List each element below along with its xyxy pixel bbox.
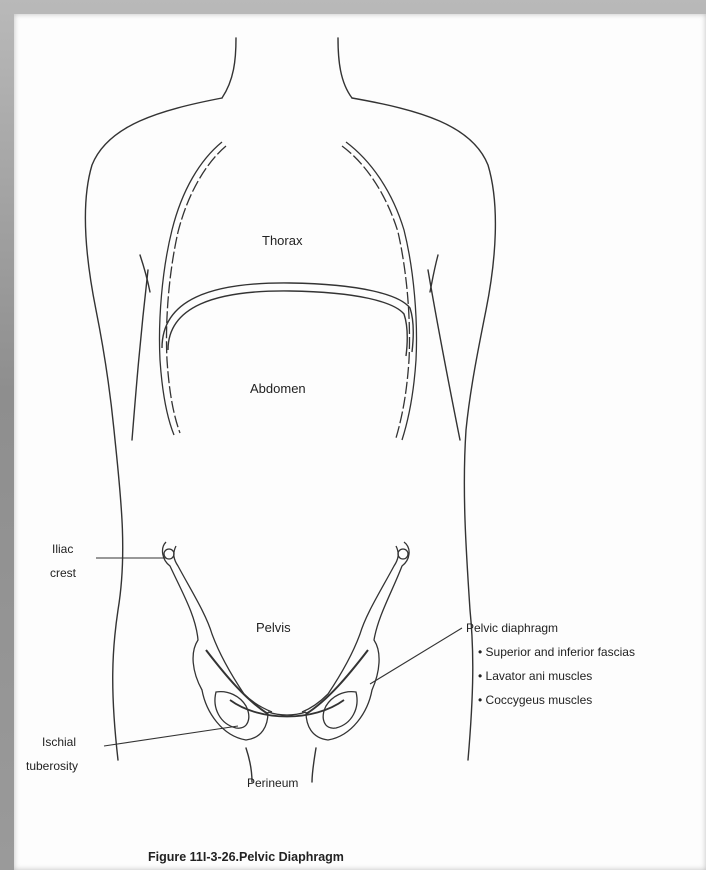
abdomen-label: Abdomen [250, 381, 306, 396]
ischial-tuberosity-label-line2: tuberosity [26, 759, 78, 773]
pelvis-label: Pelvis [256, 620, 291, 635]
neck-left [222, 38, 236, 98]
thorax-label: Thorax [262, 233, 303, 248]
right-iliac-crest-mark [398, 549, 408, 559]
right-ribs [346, 142, 417, 440]
pubic-symphysis [268, 712, 306, 715]
right-leg-line [312, 748, 316, 782]
neck-right [338, 38, 352, 98]
thoracic-diaphragm [162, 283, 413, 356]
iliac-crest-label-line1: Iliac [52, 542, 73, 556]
pelvis-bones [163, 542, 410, 740]
bullet-coccygeus: • Coccygeus muscles [478, 693, 592, 707]
right-ilium-inner [302, 546, 398, 712]
right-axilla [430, 255, 438, 292]
right-torso-outline [352, 98, 495, 760]
left-arm-line [132, 270, 148, 440]
bullet-fascias: • Superior and inferior fascias [478, 645, 635, 659]
ischial-tuberosity-label-line1: Ischial [42, 735, 76, 749]
ischial-tuberosity-leader [104, 726, 238, 746]
body-outline [85, 38, 495, 782]
figure-caption: Figure 11I-3-26.Pelvic Diaphragm [148, 850, 344, 864]
iliac-crest-label-line2: crest [50, 566, 77, 580]
left-axilla [140, 255, 150, 292]
bullet-levator-ani: • Lavator ani muscles [478, 669, 592, 683]
diaphragm-inner [168, 291, 407, 356]
right-arm-line [428, 270, 460, 440]
left-obturator [215, 692, 249, 729]
pelvic-diaphragm-leader [370, 628, 462, 684]
diaphragm-outer [162, 283, 413, 352]
pelvic-diaphragm-label: Pelvic diaphragm [466, 621, 558, 635]
leader-lines [96, 558, 462, 746]
left-torso-outline [85, 98, 222, 760]
perineum-label: Perineum [247, 776, 298, 790]
